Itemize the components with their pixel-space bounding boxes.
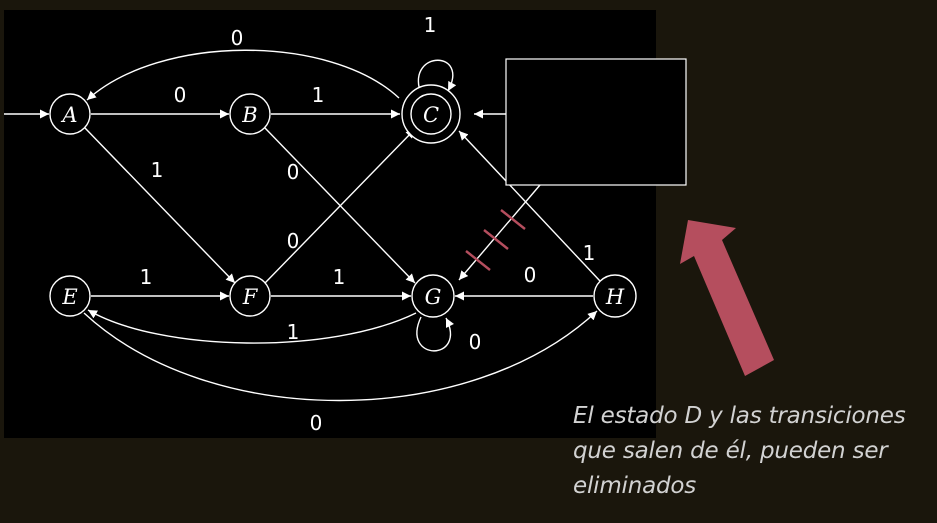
caption-line-1: El estado D y las transiciones	[573, 403, 906, 429]
state-b-label: B	[241, 103, 257, 127]
label-h-c: 1	[583, 241, 596, 265]
state-a-circle	[49, 93, 91, 135]
edge-g-g	[416, 316, 455, 352]
edge-h-c	[458, 130, 601, 282]
edge-c-c	[417, 59, 457, 92]
state-h-circle	[593, 274, 637, 318]
caption-line-2: que salen de él, pueden ser	[573, 438, 888, 464]
label-a-f: 1	[151, 158, 164, 182]
state-g-label: G	[425, 285, 442, 309]
label-b-c: 1	[312, 83, 325, 107]
label-g-g: 0	[469, 330, 482, 354]
state-a-label: A	[60, 103, 77, 127]
label-f-g: 1	[333, 265, 346, 289]
label-f-c: 0	[287, 229, 300, 253]
state-f-circle	[229, 275, 271, 317]
strike-mark-2	[483, 229, 509, 250]
label-e-f: 1	[140, 265, 153, 289]
label-g-e: 1	[287, 320, 300, 344]
caption: El estado D y las transiciones que salen…	[573, 399, 937, 504]
label-a-b: 0	[174, 83, 187, 107]
label-e-h: 0	[310, 411, 323, 435]
edge-c-a	[86, 49, 400, 101]
label-h-g: 0	[524, 263, 537, 287]
edge-d-g	[458, 184, 541, 281]
state-f-label: F	[242, 285, 259, 309]
edge-f-c	[264, 128, 416, 284]
strike-mark-3	[500, 209, 526, 230]
state-e-label: E	[61, 285, 77, 309]
label-c-c: 1	[424, 13, 437, 37]
state-c-inner-circle	[410, 93, 452, 135]
state-d-cover-box	[505, 58, 687, 186]
pointer-arrow	[680, 220, 774, 376]
label-c-a: 0	[231, 26, 244, 50]
state-b-circle	[229, 93, 271, 135]
caption-line-3: eliminados	[573, 473, 697, 499]
state-h-label: H	[605, 285, 625, 309]
state-e-circle	[49, 275, 91, 317]
state-g-circle	[411, 274, 455, 318]
state-c-label: C	[423, 103, 439, 127]
edge-a-f	[84, 127, 236, 284]
edge-e-h	[83, 310, 598, 402]
label-b-g: 0	[287, 160, 300, 184]
strike-mark-1	[465, 250, 491, 271]
edge-g-e	[87, 309, 417, 344]
